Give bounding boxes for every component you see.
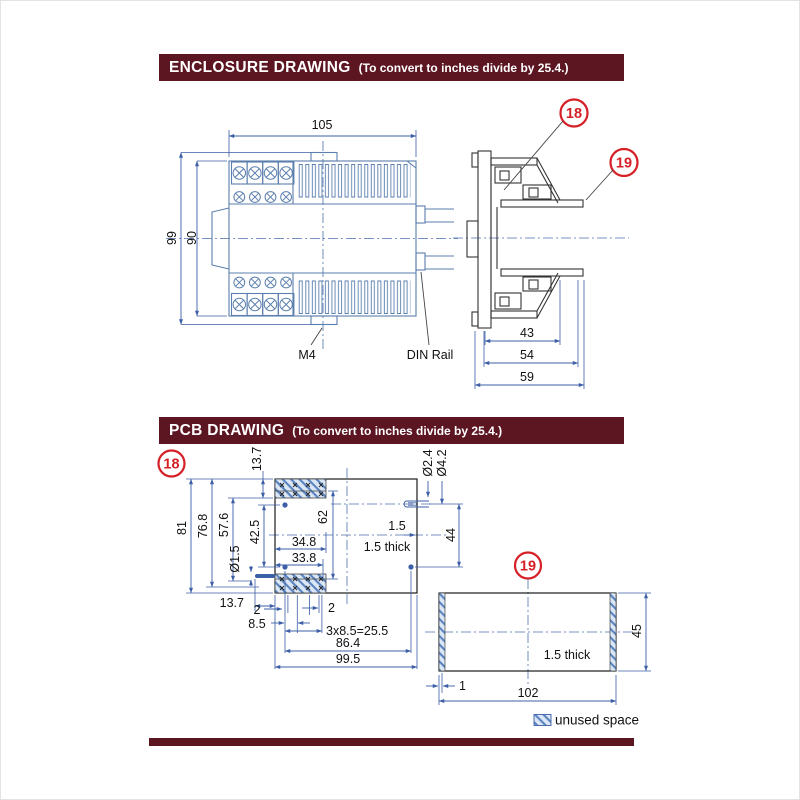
top-screw-tab — [310, 151, 338, 162]
unused-space-bottom — [274, 573, 327, 594]
dim-1-label: 1 — [459, 679, 466, 693]
callout-18-badge — [559, 98, 589, 128]
terminal-blocks — [230, 161, 295, 317]
footer-bar — [149, 738, 634, 746]
pcb-callout-18-number: 18 — [163, 457, 179, 473]
m4-leader — [310, 327, 323, 346]
side-internal-terminals — [494, 166, 552, 310]
pcb-callout-19-number: 19 — [520, 559, 536, 575]
legend-label: unused space — [555, 713, 639, 728]
dim-62-label: 62 — [316, 510, 330, 524]
vent-slots-top — [297, 164, 411, 198]
din-clip-top — [415, 205, 426, 224]
side-slant-walls — [536, 164, 559, 312]
side-inner-lines — [490, 158, 498, 318]
dim-45-label: 45 — [630, 624, 644, 638]
board18-bottom-extension-lines — [254, 571, 418, 669]
enclosure-front-view: 105 99 90 M4 DIN Rail — [165, 118, 458, 362]
bottom-screw-tab — [310, 315, 338, 326]
side-mounting-plate — [477, 150, 492, 329]
dim-102-label: 102 — [518, 686, 539, 700]
pcb-board-19: 19 45 1.5 thick 1 102 — [425, 551, 651, 705]
side-plate-tab-bottom — [471, 311, 479, 327]
dim-99-5-label: 99.5 — [336, 652, 360, 666]
dim-hole-dia-inner-label: Ø2.4 — [421, 449, 435, 476]
mounting-ear — [211, 207, 230, 270]
side-bottom-wall — [490, 310, 538, 319]
din-rail-leader — [420, 271, 430, 346]
dim-105-label: 105 — [312, 118, 333, 132]
enclosure-seam-lines — [229, 160, 417, 316]
din-clip-bottom — [415, 252, 426, 271]
dim-edge-offset-label: 1.5 — [388, 519, 405, 533]
din-rail-edges — [425, 208, 454, 270]
callout-19-badge — [609, 147, 639, 178]
dim-42-5-label: 42.5 — [248, 520, 262, 544]
front-extension-lines — [181, 130, 417, 325]
din-rail-label: DIN Rail — [407, 348, 454, 362]
edge-slot — [403, 500, 429, 508]
enclosure-section-header: ENCLOSURE DRAWING (To convert to inches … — [159, 54, 624, 81]
unused-space-legend: unused space — [533, 713, 639, 728]
unused-space-right-strip — [609, 592, 617, 672]
dim-99-label: 99 — [165, 231, 179, 245]
enclosure-side-view: 18 19 43 54 59 — [453, 98, 639, 389]
dim-13-7-bottom-label: 13.7 — [220, 596, 244, 610]
pcb-section-subtitle: (To convert to inches divide by 25.4.) — [292, 424, 503, 438]
pcb-section-header: PCB DRAWING (To convert to inches divide… — [159, 417, 624, 444]
dim-13-7-top-label: 13.7 — [250, 447, 264, 471]
cover-bottom-wall — [500, 268, 584, 277]
cover-top-wall — [500, 199, 584, 208]
dim-slot-dia-label: Ø1.5 — [228, 545, 242, 572]
dim-2-left-label: 2 — [254, 603, 261, 617]
dim-2-right-label: 2 — [328, 601, 335, 615]
callout-19-number: 19 — [616, 156, 632, 172]
pcb-callout-18-badge — [157, 449, 186, 478]
board18-outline — [274, 478, 418, 594]
enclosure-section-subtitle: (To convert to inches divide by 25.4.) — [358, 61, 569, 75]
dim-76-8-label: 76.8 — [196, 514, 210, 538]
pcb-callout-19-badge — [513, 551, 543, 580]
dim-43-label: 43 — [520, 326, 534, 340]
pcb-board-18: 18 81 76.8 — [157, 447, 463, 669]
side-plate-tab-top — [471, 152, 479, 168]
board18-thickness-note: 1.5 thick — [364, 540, 411, 554]
board19-extension-lines — [438, 592, 651, 705]
dim-54-label: 54 — [520, 348, 534, 362]
callout-18-number: 18 — [566, 106, 582, 122]
dim-57-6-label: 57.6 — [217, 513, 231, 537]
unused-space-left-strip — [438, 592, 446, 672]
dim-59-label: 59 — [520, 370, 534, 384]
dim-hole-dia-outer-label: Ø4.2 — [435, 449, 449, 476]
dim-33-8-label: 33.8 — [292, 551, 316, 565]
hatch-swatch-icon — [533, 714, 552, 726]
dim-8-5-label: 8.5 — [248, 617, 265, 631]
m4-label: M4 — [298, 348, 315, 362]
enclosure-section-title: ENCLOSURE DRAWING — [169, 58, 351, 76]
dim-81-label: 81 — [175, 521, 189, 535]
unused-space-top — [274, 478, 327, 499]
side-extension-lines — [474, 280, 585, 389]
mounting-hole — [282, 502, 288, 508]
pcb-section-title: PCB DRAWING — [169, 421, 285, 439]
callout-18-leader — [503, 120, 564, 191]
board19-thickness-note: 1.5 thick — [544, 648, 591, 662]
dim-pitch-total-label: 3x8.5=25.5 — [326, 624, 388, 638]
vent-slots-bottom — [297, 280, 411, 314]
dim-44-label: 44 — [444, 528, 458, 542]
left-edge-slot — [255, 574, 275, 578]
side-din-rail — [466, 220, 479, 258]
dim-34-8-label: 34.8 — [292, 535, 316, 549]
mounting-hole — [408, 564, 414, 570]
dim-90-label: 90 — [185, 231, 199, 245]
dim-86-4-label: 86.4 — [336, 636, 360, 650]
callout-19-leader — [585, 169, 614, 201]
